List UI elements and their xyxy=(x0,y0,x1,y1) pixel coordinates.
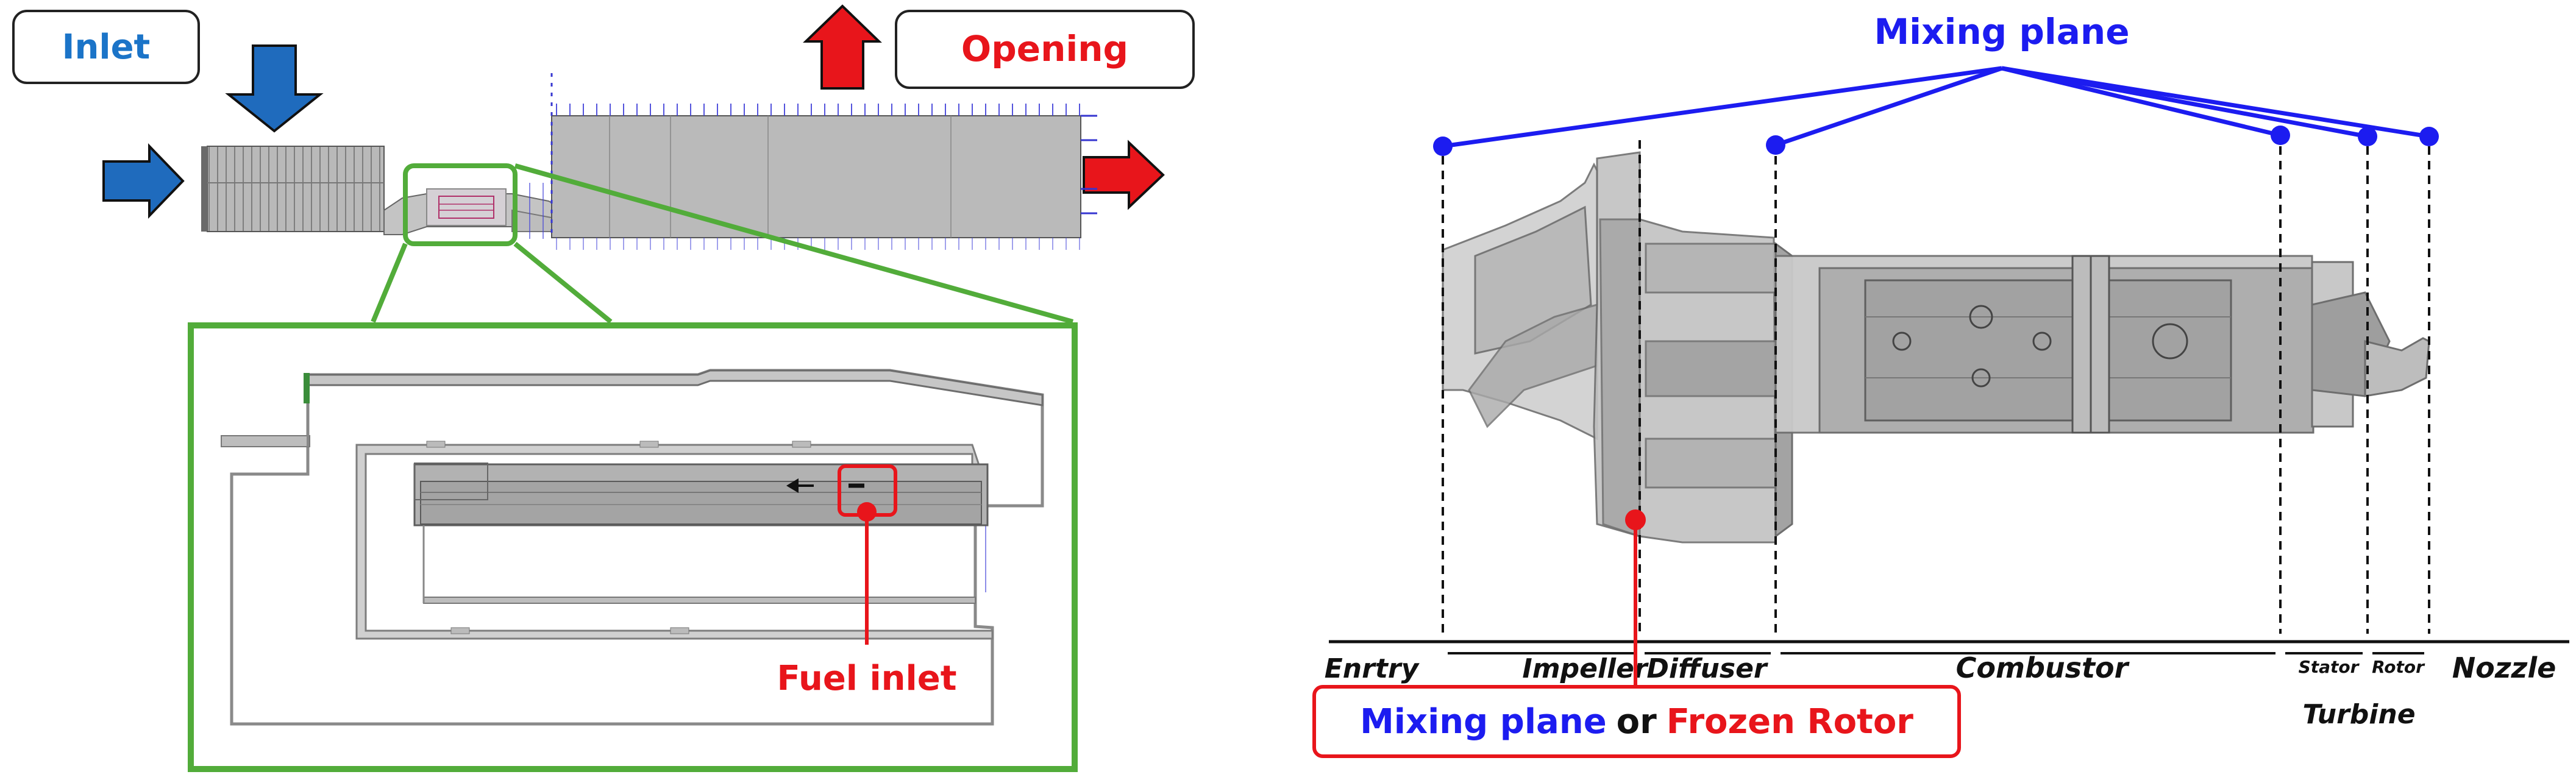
section-label-combustor: Combustor xyxy=(1956,651,2130,684)
mixing-plane-dot xyxy=(2419,127,2439,146)
mixing-plane-dot xyxy=(2271,126,2290,145)
right-panel: Mixing plane xyxy=(1312,11,2569,758)
inlet-label: Inlet xyxy=(62,27,151,67)
legend-frozen-rotor: Frozen Rotor xyxy=(1667,702,1914,742)
section-label-rotor: Rotor xyxy=(2372,657,2425,677)
mixing-plane-title: Mixing plane xyxy=(1874,11,2129,52)
section-label-impeller: Impeller xyxy=(1522,653,1649,684)
inlet-domain-mesh xyxy=(201,146,385,232)
inlet-arrow-right-icon xyxy=(102,143,185,219)
legend-or: or xyxy=(1617,702,1657,742)
section-label-turbine: Turbine xyxy=(2302,699,2415,730)
section-label-diffuser: Diffuser xyxy=(1646,653,1768,684)
legend-mixing-plane: Mixing plane xyxy=(1360,702,1607,742)
opening-domain-mesh xyxy=(524,73,1097,250)
inlet-label-box xyxy=(12,10,200,84)
left-panel: Inlet Opening xyxy=(12,4,1195,772)
flow-direction-arrow-icon xyxy=(786,478,814,493)
inlet-arrow-down-icon xyxy=(225,44,324,133)
section-label-entry: Enrtry xyxy=(1325,653,1420,684)
mixing-plane-dot xyxy=(1766,135,1785,155)
mixing-plane-dot xyxy=(2358,127,2377,146)
opening-arrow-right-icon xyxy=(1083,140,1165,210)
section-boundary-lines xyxy=(1442,140,2430,634)
zoom-source-box xyxy=(403,163,518,246)
zoomed-combustor-view xyxy=(188,322,1078,772)
mixing-plane-dot xyxy=(1433,136,1453,156)
section-label-stator: Stator xyxy=(2299,657,2360,677)
opening-label-box xyxy=(895,10,1195,89)
opening-arrow-up-icon xyxy=(803,4,882,90)
section-label-nozzle: Nozzle xyxy=(2452,651,2556,684)
fuel-inlet-label: Fuel inlet xyxy=(777,659,956,698)
mixing-plane-leader-lines xyxy=(1442,66,2430,149)
legend-box xyxy=(1312,685,1961,758)
opening-label: Opening xyxy=(961,28,1128,69)
